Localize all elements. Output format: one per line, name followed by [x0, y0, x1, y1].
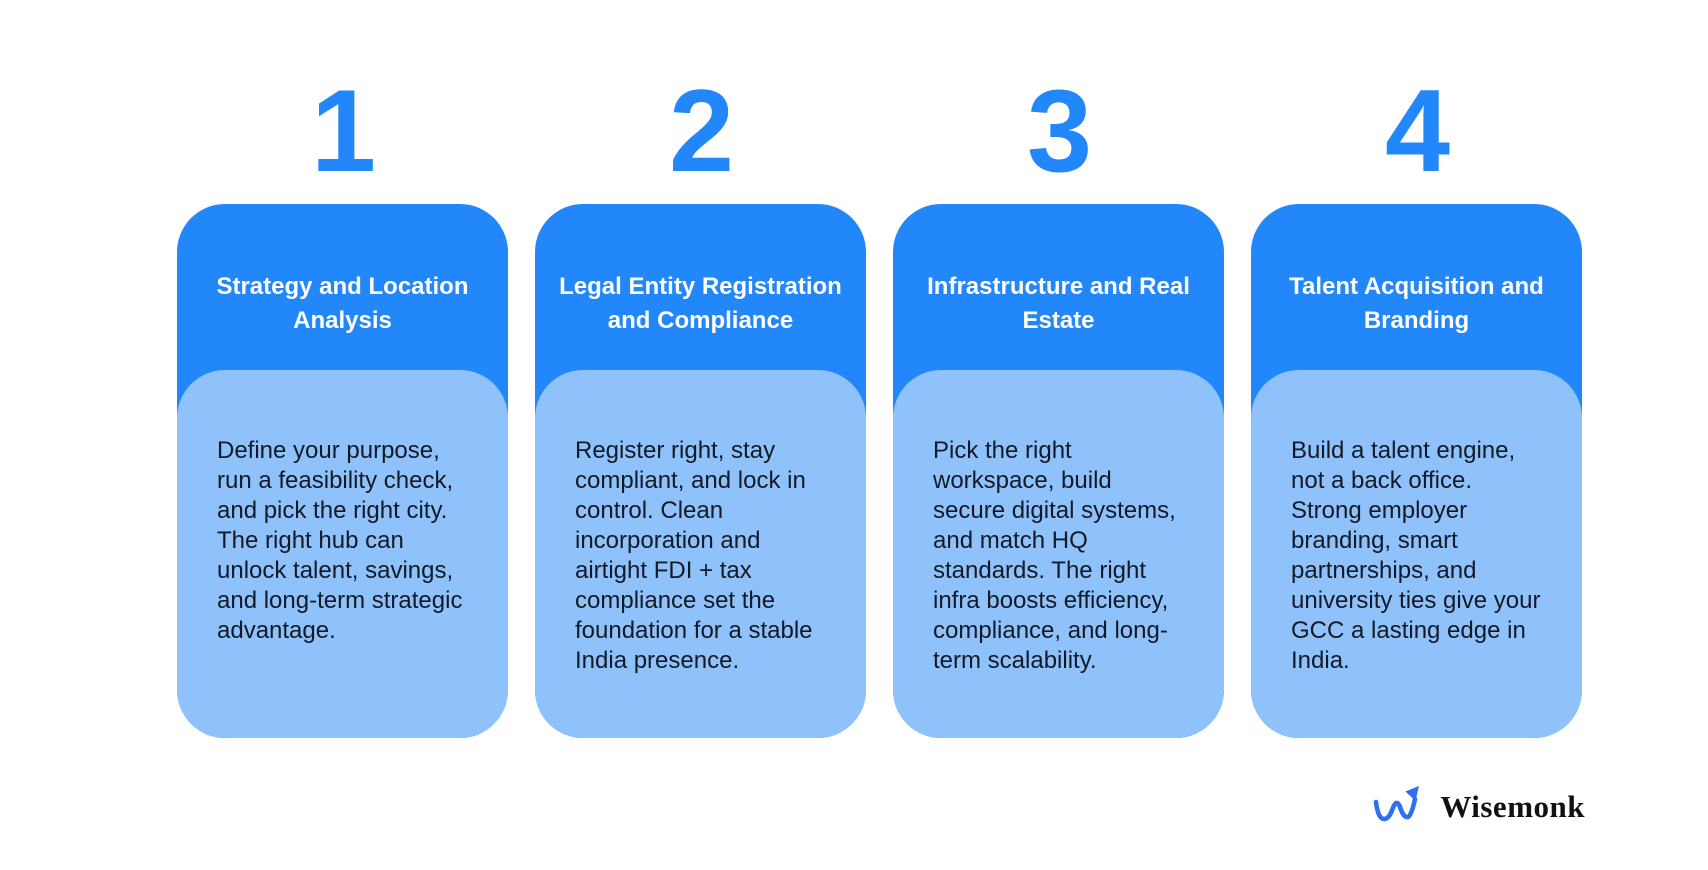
- step-title-4: Talent Acquisition and Branding: [1289, 273, 1544, 334]
- steps-row: 1 Strategy and Location Analysis Define …: [177, 56, 1582, 738]
- step-column-1: 1 Strategy and Location Analysis Define …: [177, 56, 508, 738]
- step-description-2: Register right, stay compliant, and lock…: [535, 370, 866, 738]
- step-column-2: 2 Legal Entity Registration and Complian…: [535, 56, 866, 738]
- step-card-1: Strategy and Location Analysis Define yo…: [177, 204, 508, 738]
- step-description-3: Pick the right workspace, build secure d…: [893, 370, 1224, 738]
- step-title-2: Legal Entity Registration and Compliance: [559, 273, 842, 334]
- step-number-1: 1: [310, 64, 376, 196]
- step-card-2: Legal Entity Registration and Compliance…: [535, 204, 866, 738]
- step-number-3: 3: [1026, 64, 1092, 196]
- step-card-4: Talent Acquisition and Branding Build a …: [1251, 204, 1582, 738]
- step-number-4: 4: [1384, 64, 1450, 196]
- step-card-3: Infrastructure and Real Estate Pick the …: [893, 204, 1224, 738]
- wisemonk-logo: Wisemonk: [1372, 784, 1585, 830]
- step-column-4: 4 Talent Acquisition and Branding Build …: [1251, 56, 1582, 738]
- wave-arrow-up-icon: [1374, 786, 1420, 822]
- step-description-1: Define your purpose, run a feasibility c…: [177, 370, 508, 738]
- wisemonk-logo-text: Wisemonk: [1440, 789, 1585, 824]
- step-title-1: Strategy and Location Analysis: [216, 273, 469, 334]
- step-description-4: Build a talent engine, not a back office…: [1251, 370, 1582, 738]
- step-number-2: 2: [668, 64, 734, 196]
- step-column-3: 3 Infrastructure and Real Estate Pick th…: [893, 56, 1224, 738]
- step-title-3: Infrastructure and Real Estate: [927, 273, 1190, 334]
